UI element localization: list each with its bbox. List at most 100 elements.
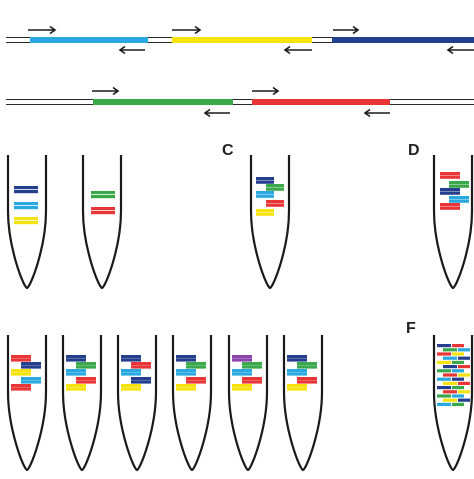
band-c-b4 bbox=[256, 212, 274, 216]
band-a1b-1 bbox=[14, 206, 38, 210]
band-c-2 bbox=[256, 191, 274, 195]
band-e2-3 bbox=[76, 377, 96, 381]
tube-a-2 bbox=[81, 155, 123, 290]
tube-e-3 bbox=[116, 335, 158, 472]
primer-reverse-3 bbox=[446, 45, 474, 55]
band-f-8a bbox=[437, 377, 451, 381]
band-f-1a bbox=[443, 348, 457, 352]
primer-forward-2 bbox=[172, 25, 202, 35]
band-e2-b0 bbox=[66, 358, 86, 362]
band-e5-b3 bbox=[242, 380, 262, 384]
tube-e-4 bbox=[171, 335, 213, 472]
tube-e-5 bbox=[227, 335, 269, 472]
band-a2-1b bbox=[91, 211, 115, 215]
primer-forward-5-head bbox=[272, 86, 280, 96]
tube-c bbox=[249, 155, 291, 290]
dna-row-1-gene-yellow bbox=[172, 37, 312, 43]
band-d-4 bbox=[440, 203, 460, 207]
band-e5-1 bbox=[242, 362, 262, 366]
band-f-2a bbox=[437, 352, 451, 356]
band-f-3a bbox=[443, 356, 457, 360]
dna-row-1-gene-navy bbox=[332, 37, 474, 43]
band-e3-4 bbox=[121, 384, 141, 388]
dna-strands bbox=[6, 25, 474, 118]
band-e3-b4 bbox=[121, 387, 141, 391]
band-c-4 bbox=[256, 209, 274, 213]
tube-a-2-outline bbox=[81, 155, 123, 290]
band-e1-b0 bbox=[11, 358, 31, 362]
band-e6-b4 bbox=[287, 387, 307, 391]
band-e6-b3 bbox=[297, 380, 317, 384]
band-d-0 bbox=[440, 172, 460, 176]
band-d-b3 bbox=[449, 199, 469, 203]
band-f-13b bbox=[458, 398, 470, 402]
band-e6-b1 bbox=[297, 365, 317, 369]
band-f-14b bbox=[452, 402, 464, 406]
band-f-4b bbox=[452, 360, 464, 364]
band-d-b0 bbox=[440, 175, 460, 179]
primer-reverse-1 bbox=[118, 45, 145, 55]
band-a2-0b bbox=[91, 195, 115, 199]
band-a1b-2 bbox=[14, 221, 38, 225]
band-e6-3 bbox=[297, 377, 317, 381]
band-e3-b3 bbox=[131, 380, 151, 384]
primer-reverse-4 bbox=[203, 108, 230, 118]
band-e2-b1 bbox=[76, 365, 96, 369]
band-d-2 bbox=[440, 188, 460, 192]
panel-label-f: F bbox=[406, 320, 416, 337]
band-e5-0 bbox=[232, 355, 252, 359]
band-f-10b bbox=[452, 386, 464, 390]
tube-e-5-outline bbox=[227, 335, 269, 472]
tube-e-4-outline bbox=[171, 335, 213, 472]
panel-label-c: C bbox=[222, 142, 234, 159]
band-f-8b bbox=[452, 377, 464, 381]
band-e2-b2 bbox=[66, 372, 86, 376]
band-e2-b4 bbox=[66, 387, 86, 391]
band-e1-3 bbox=[21, 377, 41, 381]
primer-forward-3 bbox=[333, 25, 360, 35]
dna-row-2-gene-green bbox=[93, 99, 233, 105]
band-e6-2 bbox=[287, 369, 307, 373]
dna-row-2-gene-red bbox=[252, 99, 390, 105]
band-e3-1 bbox=[131, 362, 151, 366]
band-d-b4 bbox=[440, 206, 460, 210]
band-d-b2 bbox=[440, 191, 460, 195]
band-a1-1 bbox=[14, 202, 38, 206]
band-f-11a bbox=[443, 390, 457, 394]
tube-f-outline bbox=[432, 335, 474, 472]
band-e6-4 bbox=[287, 384, 307, 388]
band-f-4a bbox=[437, 360, 451, 364]
tube-a-1-outline bbox=[6, 155, 48, 290]
band-e3-2 bbox=[121, 369, 141, 373]
primer-forward-1-head bbox=[49, 25, 57, 35]
band-f-6b bbox=[452, 369, 464, 373]
band-f-2b bbox=[452, 352, 464, 356]
band-e5-b4 bbox=[232, 387, 252, 391]
band-e3-b0 bbox=[121, 358, 141, 362]
band-f-5a bbox=[443, 365, 457, 369]
band-a2-0 bbox=[91, 191, 115, 195]
band-f-1b bbox=[458, 348, 470, 352]
band-f-11b bbox=[458, 390, 470, 394]
band-e4-b4 bbox=[176, 387, 196, 391]
band-e4-b1 bbox=[186, 365, 206, 369]
tube-e-6 bbox=[282, 335, 324, 472]
primer-forward-1 bbox=[28, 25, 57, 35]
band-f-10a bbox=[437, 386, 451, 390]
band-f-13a bbox=[443, 398, 457, 402]
band-e4-3 bbox=[186, 377, 206, 381]
primer-forward-5 bbox=[252, 86, 280, 96]
band-e6-0 bbox=[287, 355, 307, 359]
primer-reverse-2 bbox=[283, 45, 312, 55]
band-d-1 bbox=[449, 181, 469, 185]
dna-row-1 bbox=[6, 36, 474, 44]
band-d-3 bbox=[449, 196, 469, 200]
band-e6-b0 bbox=[287, 358, 307, 362]
tube-e-2-outline bbox=[61, 335, 103, 472]
band-e3-3 bbox=[131, 377, 151, 381]
band-e5-4 bbox=[232, 384, 252, 388]
band-e4-b2 bbox=[176, 372, 196, 376]
tube-e-1-outline bbox=[6, 335, 48, 472]
primer-forward-3-head bbox=[352, 25, 360, 35]
